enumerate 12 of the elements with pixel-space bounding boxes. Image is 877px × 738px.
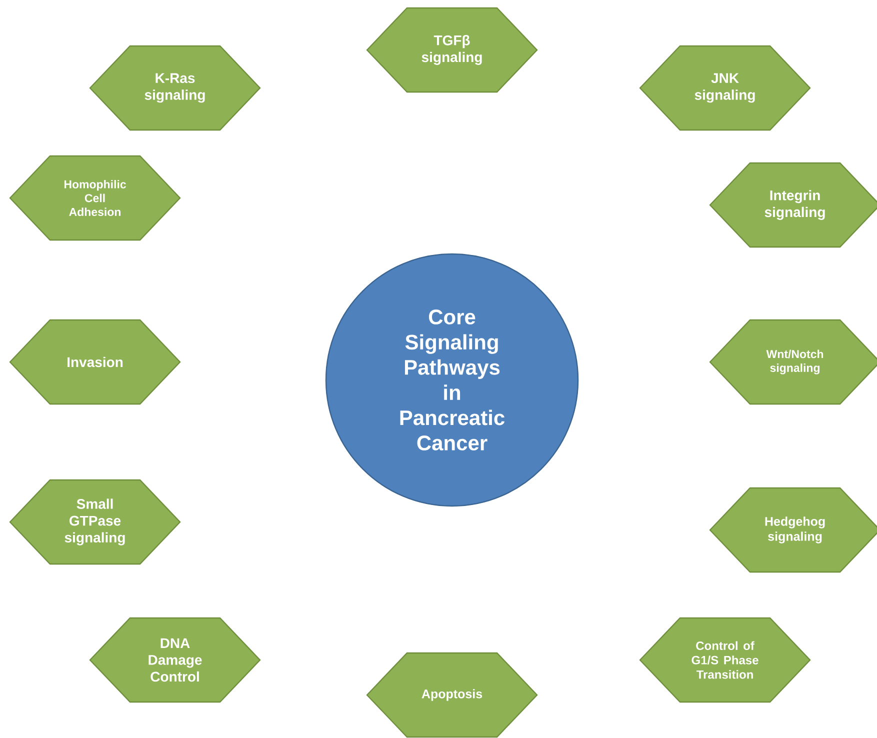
pathway-hexagon: Hedgehog signaling [709,487,877,573]
pathway-hexagon: Apoptosis [366,652,538,738]
pathway-hexagon: DNA Damage Control [89,617,261,703]
pathway-hexagon: Integrin signaling [709,162,877,248]
pathway-hexagon: TGFβ signaling [366,7,538,93]
pathway-hexagon: Wnt/Notch signaling [709,319,877,405]
pathway-hexagon: Homophilic Cell Adhesion [9,155,181,241]
pathway-hexagon: K-Ras signaling [89,45,261,131]
pathway-hexagon: Invasion [9,319,181,405]
pathway-hexagon: Control of G1/S Phase Transition [639,617,811,703]
pathway-hexagon: JNK signaling [639,45,811,131]
pathway-hexagon: Small GTPase signaling [9,479,181,565]
